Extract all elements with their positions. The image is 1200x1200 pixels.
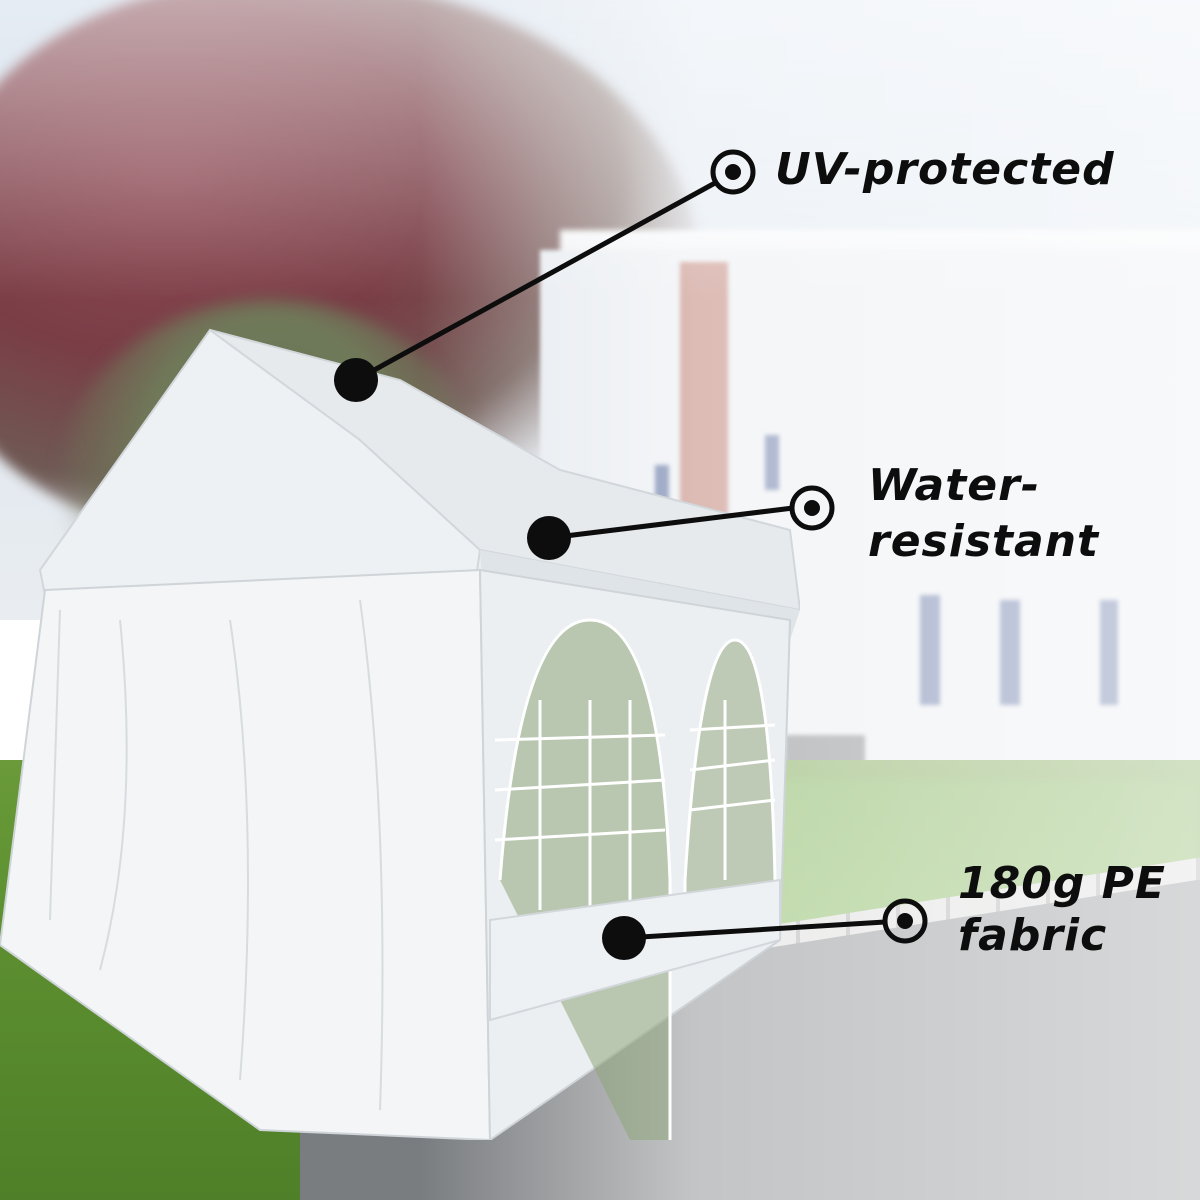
callout-line: UV-protected <box>775 144 1115 195</box>
party-tent <box>0 320 802 1200</box>
callout-line: fabric <box>958 910 1108 961</box>
callout-line: Water- <box>868 460 1041 511</box>
callout-water-resistant: Water- resistant <box>868 458 1099 570</box>
callout-pe-fabric: 180g PE fabric <box>958 858 1166 962</box>
callout-line: 180g PE <box>958 858 1166 909</box>
callout-uv-protected: UV-protected <box>775 140 1115 200</box>
callout-line: resistant <box>868 516 1100 567</box>
